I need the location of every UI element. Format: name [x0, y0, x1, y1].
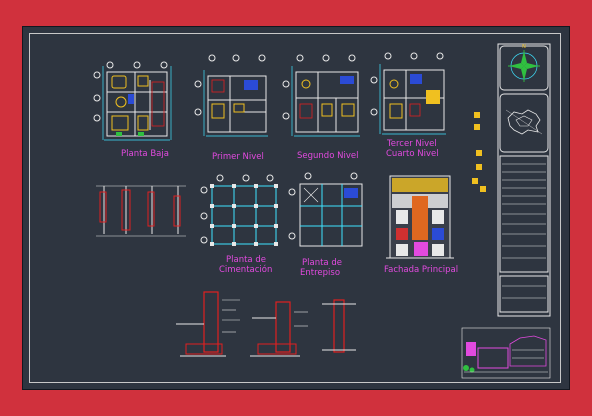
label-planta-baja: Planta Baja	[121, 149, 169, 159]
plan-tercer-nivel	[370, 52, 446, 135]
company-logo-icon	[461, 327, 551, 379]
label-tercer-nivel: Tercer Nivel	[387, 139, 437, 149]
location-map-icon	[505, 109, 543, 135]
north-arrow-icon: N	[508, 44, 540, 82]
plan-entrepiso	[288, 172, 363, 247]
plan-primer-nivel	[194, 54, 268, 137]
title-block	[497, 43, 551, 317]
sheet-border	[29, 33, 561, 383]
detail-sections	[176, 291, 356, 357]
label-entrepiso-line1: Planta de	[302, 258, 342, 268]
label-cimentacion-line1: Planta de	[226, 255, 266, 265]
label-fachada: Fachada Principal	[384, 265, 459, 275]
label-entrepiso-line2: Entrepiso	[300, 268, 341, 278]
column-sections	[96, 185, 186, 237]
label-primer-nivel: Primer Nivel	[212, 152, 264, 162]
plan-planta-baja	[93, 61, 172, 141]
legend-marks	[472, 112, 486, 192]
svg-text:N: N	[522, 44, 526, 50]
plan-segundo-nivel	[282, 54, 360, 137]
facade-drawing	[386, 175, 454, 259]
label-cimentacion-line2: Cimentación	[219, 265, 273, 275]
label-segundo-nivel: Segundo Nivel	[297, 151, 359, 161]
label-cuarto-nivel: Cuarto Nivel	[386, 149, 439, 159]
plan-cimentacion	[200, 174, 278, 246]
